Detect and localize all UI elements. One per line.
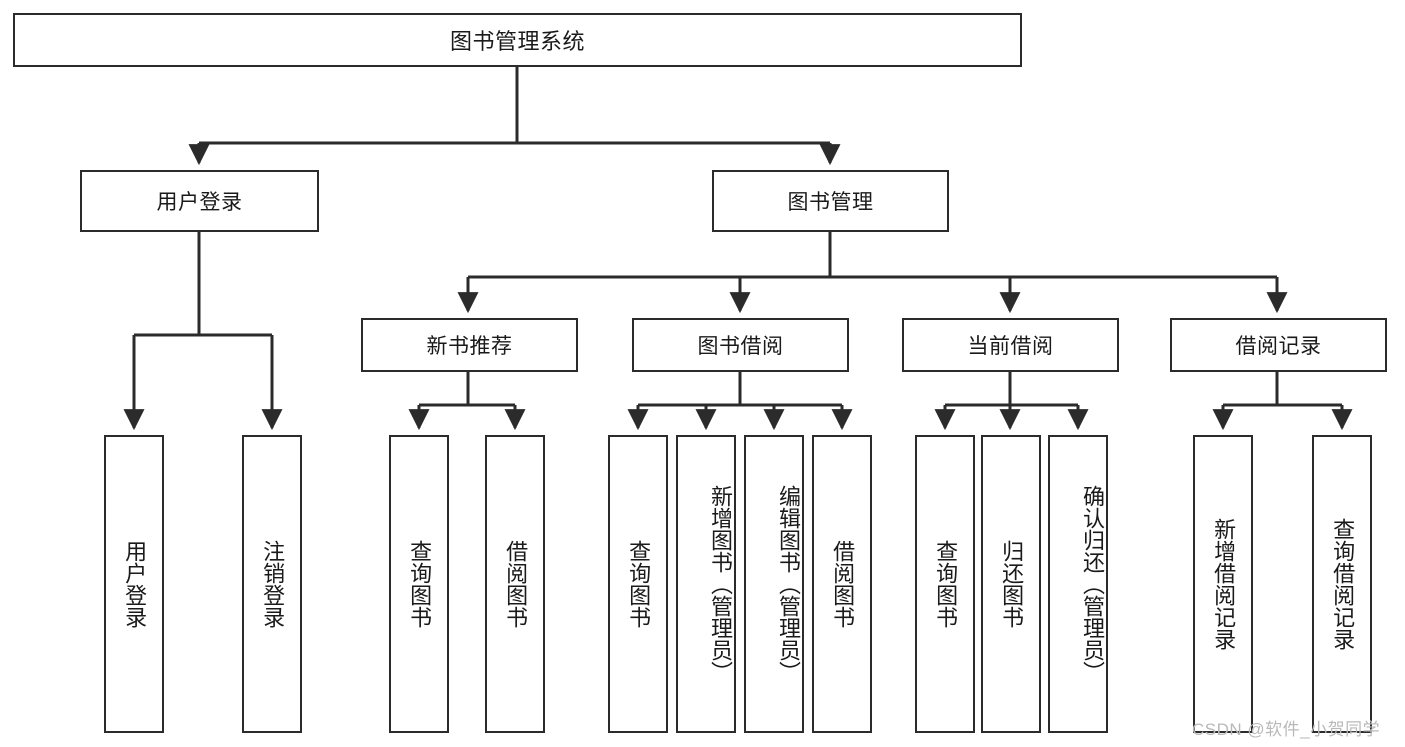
leaf-borrow-borrow-book[interactable]: 借阅图书 (812, 435, 872, 733)
node-book-borrow[interactable]: 图书借阅 (632, 318, 849, 372)
leaf-user-login-logout[interactable]: 注销登录 (242, 435, 302, 733)
leaf-user-login-login[interactable]: 用户登录 (104, 435, 164, 733)
node-borrow-record[interactable]: 借阅记录 (1170, 318, 1387, 372)
node-root-system[interactable]: 图书管理系统 (13, 13, 1022, 67)
leaf-record-query-record[interactable]: 查询借阅记录 (1312, 435, 1372, 733)
node-book-management[interactable]: 图书管理 (712, 170, 949, 232)
leaf-borrow-edit-book-admin[interactable]: 编辑图书（管理员） (744, 435, 804, 733)
leaf-current-return-book[interactable]: 归还图书 (981, 435, 1041, 733)
node-user-login[interactable]: 用户登录 (80, 170, 319, 232)
node-new-book-recommend[interactable]: 新书推荐 (361, 318, 578, 372)
leaf-borrow-query-book[interactable]: 查询图书 (608, 435, 668, 733)
leaf-recommend-borrow-book[interactable]: 借阅图书 (485, 435, 545, 733)
node-current-borrow[interactable]: 当前借阅 (902, 318, 1119, 372)
csdn-watermark: CSDN @软件_小贺同学 (1192, 720, 1381, 739)
leaf-current-query-book[interactable]: 查询图书 (915, 435, 975, 733)
leaf-current-confirm-return-admin[interactable]: 确认归还（管理员） (1048, 435, 1108, 733)
leaf-record-add-record[interactable]: 新增借阅记录 (1193, 435, 1253, 733)
leaf-recommend-query-book[interactable]: 查询图书 (389, 435, 449, 733)
leaf-borrow-add-book-admin[interactable]: 新增图书（管理员） (676, 435, 736, 733)
